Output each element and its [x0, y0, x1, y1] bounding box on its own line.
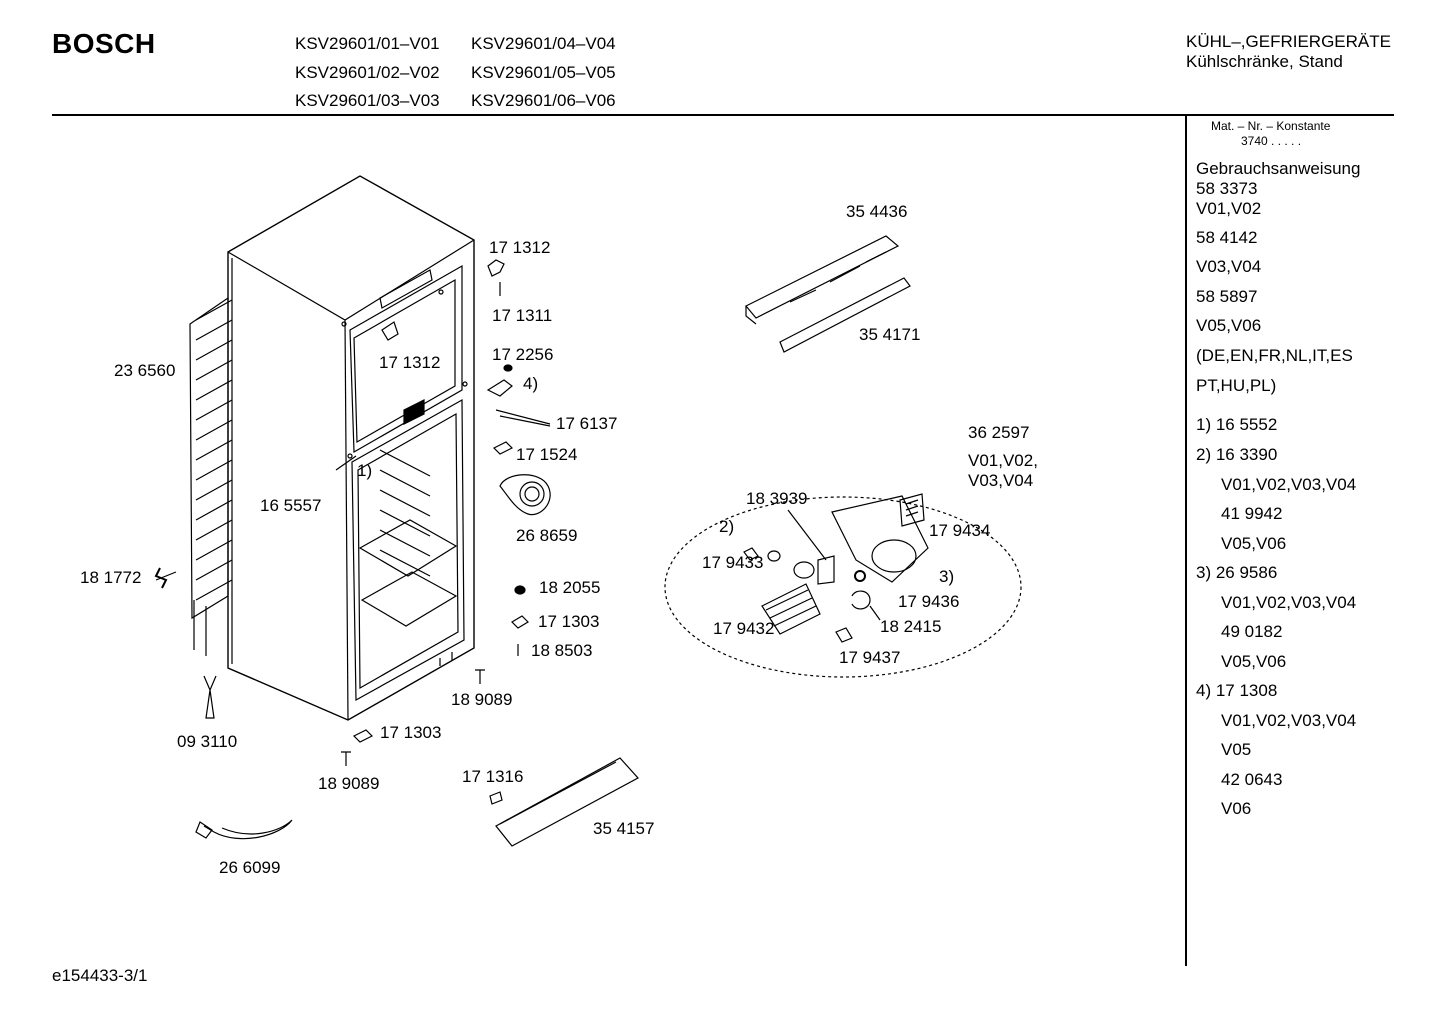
category-title: KÜHL–,GEFRIERGERÄTE: [1186, 32, 1391, 51]
light-assembly: [743, 493, 929, 643]
model-number: KSV29601/04–V04: [471, 34, 616, 53]
reference-line: PT,HU,PL): [1196, 376, 1277, 395]
part-label: 17 1524: [516, 445, 578, 464]
part-label: 17 9432: [713, 619, 775, 638]
footnote-ref: 1): [357, 461, 373, 480]
header-divider: [52, 114, 1394, 116]
matnr-value: 3740 . . . . .: [1241, 134, 1302, 148]
reference-line: 49 0182: [1221, 622, 1283, 641]
part-label: 17 1311: [492, 306, 553, 325]
model-number: KSV29601/01–V01: [295, 34, 440, 53]
model-number: KSV29601/02–V02: [295, 62, 440, 82]
part-label: 26 8659: [516, 526, 578, 545]
reference-line: V05,V06: [1221, 534, 1287, 553]
part-label: 17 9436: [898, 592, 960, 611]
part-label: 17 1303: [380, 723, 442, 742]
appliance-category: KÜHL–,GEFRIERGERÄTE Kühlschränke, Stand: [1186, 32, 1391, 72]
reference-line: V01,V02: [1196, 199, 1262, 218]
material-number-constant: Mat. – Nr. – Konstante 3740 . . . . .: [1211, 119, 1330, 149]
base-grille: [489, 757, 639, 847]
reference-line: 42 0643: [1221, 770, 1283, 789]
part-label: 18 8503: [531, 641, 593, 660]
model-number: KSV29601/05–V05: [471, 62, 616, 82]
part-label: 18 2055: [539, 578, 601, 597]
part-label: 35 4171: [859, 325, 921, 344]
model-row: KSV29601/01–V01 KSV29601/04–V04: [295, 30, 647, 59]
control-panel: [745, 235, 900, 325]
sidebar-divider: [1185, 116, 1187, 966]
hinge-parts: [486, 364, 551, 455]
top-hinge: [381, 259, 505, 341]
part-label: 16 5557: [260, 496, 322, 515]
part-label: 17 9434: [929, 521, 991, 540]
reference-line: 1) 16 5552: [1196, 415, 1278, 434]
refrigerator-cabinet: [227, 175, 475, 721]
part-label: 17 2256: [492, 345, 554, 364]
reference-line: V03,V04: [1196, 257, 1262, 276]
part-label: 09 3110: [177, 732, 238, 751]
footnote-ref: 2): [719, 517, 735, 536]
part-label: 35 4436: [846, 202, 908, 221]
part-label: 23 6560: [114, 361, 176, 380]
reference-line: V05,V06: [1196, 316, 1262, 335]
thermostat-capillary: [203, 675, 217, 719]
footnote-ref: 3): [939, 567, 955, 586]
part-label: 36 2597: [968, 423, 1030, 442]
reference-line: 41 9942: [1221, 504, 1283, 523]
brand-logo: BOSCH: [52, 28, 156, 59]
version-label: V03,V04: [968, 471, 1034, 490]
part-label: 17 1312: [489, 238, 551, 257]
leader-lines: [155, 455, 357, 581]
part-label: 17 1312: [379, 353, 441, 372]
reference-line: V06: [1221, 799, 1252, 818]
matnr-label: Mat. – Nr. – Konstante: [1211, 119, 1331, 133]
model-number: KSV29601/06–V06: [471, 91, 616, 110]
panel-strip: [779, 277, 911, 353]
reference-line: V01,V02,V03,V04: [1221, 711, 1357, 730]
part-label: 17 9437: [839, 648, 901, 667]
part-label: 18 3939: [746, 489, 808, 508]
reference-line: V01,V02,V03,V04: [1221, 593, 1357, 612]
version-label: V01,V02,: [968, 451, 1038, 470]
reference-line: 2) 16 3390: [1196, 445, 1278, 464]
fan-housing: [499, 474, 551, 516]
part-label: 17 1303: [538, 612, 600, 631]
category-subtitle: Kühlschränke, Stand: [1186, 52, 1343, 71]
drawing-code: e154433-3/1: [52, 966, 148, 985]
model-row: KSV29601/02–V02 KSV29601/05–V05: [295, 59, 647, 88]
part-label: 17 6137: [556, 414, 618, 433]
model-number: KSV29601/03–V03: [295, 91, 440, 110]
part-label: 18 9089: [318, 774, 380, 793]
footnote-ref: 4): [523, 374, 539, 393]
part-label: 17 1316: [462, 767, 524, 786]
part-label: 18 2415: [880, 617, 942, 636]
part-label: 18 1772: [80, 568, 142, 587]
reference-line: Gebrauchsanweisung: [1196, 159, 1361, 178]
reference-line: 3) 26 9586: [1196, 563, 1278, 582]
reference-line: 58 5897: [1196, 287, 1258, 306]
reference-line: 58 3373: [1196, 179, 1258, 198]
condenser-coil: [189, 296, 233, 656]
part-label: 35 4157: [593, 819, 655, 838]
part-label: 17 9433: [702, 553, 764, 572]
reference-line: 4) 17 1308: [1196, 681, 1278, 700]
reference-line: V05: [1221, 740, 1252, 759]
part-label: 18 9089: [451, 690, 513, 709]
reference-line: 58 4142: [1196, 228, 1258, 247]
part-label: 26 6099: [219, 858, 281, 877]
reference-line: V05,V06: [1221, 652, 1287, 671]
detail-area: [664, 496, 1022, 678]
power-cord: [195, 819, 293, 840]
small-parts: [341, 585, 529, 766]
model-row: KSV29601/03–V03 KSV29601/06–V06: [295, 87, 647, 116]
model-list: KSV29601/01–V01 KSV29601/04–V04 KSV29601/…: [295, 30, 647, 116]
reference-line: V01,V02,V03,V04: [1221, 475, 1357, 494]
reference-line: (DE,EN,FR,NL,IT,ES: [1196, 346, 1353, 365]
